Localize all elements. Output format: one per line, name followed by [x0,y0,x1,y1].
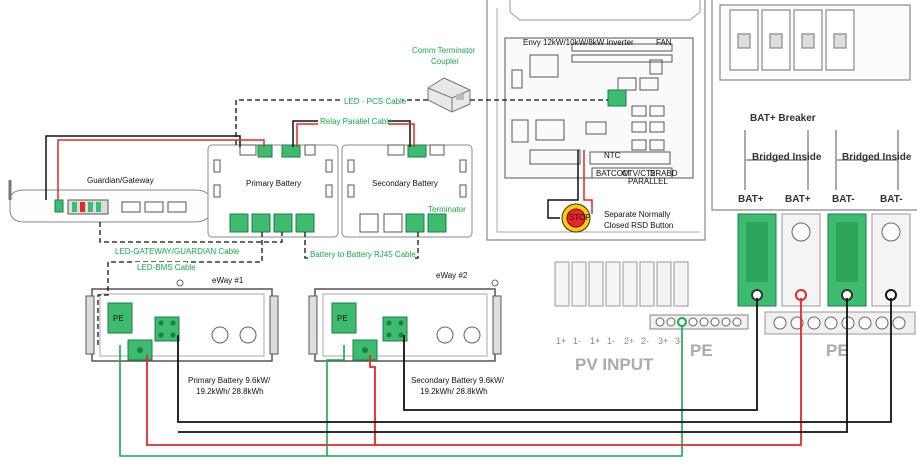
svg-text:1+: 1+ [590,336,600,346]
rsd-wire-black [547,150,579,219]
dc-black-1 [177,298,892,423]
bat-minus-terminal-1 [827,213,867,307]
eway-1-label: eWay #1 [212,276,244,285]
gateway-device [8,180,213,223]
svg-text:1-: 1- [607,336,615,346]
bat-plus-terminal-1 [737,213,777,307]
gateway-label: Guardian/Gateway [87,176,154,185]
secondary-capacity-line-1: Secondary Battery 9.6kW/ [411,376,505,385]
inverter-housing [486,0,706,241]
svg-text:1-: 1- [573,336,581,346]
pv-input-terminals [554,261,689,307]
batcom-label: BATCOM [596,169,630,178]
relay-cable-label: Relay Parallel Cable [320,117,393,126]
eway-1-enclosure [85,279,279,362]
pe-label-left: PE [690,341,713,360]
eway-2-label: eWay #2 [436,271,468,280]
gateway-cable-label: LED-GATEWAY/GUARDIAN Cable [115,247,240,256]
primary-capacity-line-2: 19.2kWh/ 28.8kWh [196,387,264,396]
led-gateway-cable [99,222,283,243]
eway-2-enclosure [308,279,502,362]
dc-green-ground-1 [119,325,683,457]
pe-label-right: PE [826,341,849,360]
svg-text:1+: 1+ [556,336,566,346]
pcs-cable-label: LED - PCS Cable [344,97,407,106]
rsd-stop-button [561,203,591,233]
primary-capacity-line-1: Primary Battery 9.6kW/ [188,376,271,385]
brabd-label: BRABD [650,169,678,178]
inverter-control-board [504,37,694,179]
primary-battery-panel [207,144,339,238]
svg-text:2+: 2+ [624,336,634,346]
inverter-bat-comm-port [607,89,627,107]
bat-plus-label-1: BAT+ [738,194,764,205]
bridged-inside-left: Bridged Inside [752,152,822,163]
bat-plus-label-2: BAT+ [785,194,811,205]
dc-black-3 [178,298,848,433]
rsd-wire-red [583,150,593,214]
bat-breaker-enclosure [711,0,917,211]
pe-ground-bar-right [764,311,916,335]
bat-minus-label-2: BAT- [880,194,903,205]
fan-label: FAN [656,38,672,47]
svg-text:3+: 3+ [658,336,668,346]
secondary-battery-label: Secondary Battery [372,179,438,188]
bridged-inside-right: Bridged Inside [842,152,912,163]
svg-text:3-: 3- [675,336,683,346]
ctvct2-label: CTV/CT2 [622,169,656,178]
primary-battery-label: Primary Battery [246,179,301,188]
inverter-title: Envy 12kW/10kW/8kW Inverter [523,38,634,47]
rj45-cable-label: Battery to Battery RJ45 Cable [310,250,416,259]
comm-terminator-label: Comm Terminator [412,46,476,55]
bridge-right [835,130,899,190]
comm-terminator-coupler [427,77,471,113]
secondary-capacity-line-2: 19.2kWh/ 28.8kWh [420,387,488,396]
eway-2-pe-label: PE [337,314,348,323]
gateway-red-wire [57,139,265,200]
rsd-label-2: Closed RSD Button [604,221,673,230]
svg-text:2-: 2- [641,336,649,346]
bat-minus-label-1: BAT- [832,194,855,205]
secondary-battery-panel [341,144,473,238]
stop-label: STOP [569,213,591,222]
bat-plus-terminal-2 [781,213,821,307]
dc-red-1 [146,298,802,446]
ntc-label: NTC [604,151,621,160]
coupler-label: Coupler [431,57,459,66]
bat-minus-terminal-2 [871,213,911,307]
eway-1-pe-label: PE [113,314,124,323]
pv-terminal-labels: 1+ 1- 1+ 1- 2+ 2- 3+ 3- [556,336,683,346]
bat-breaker-label: BAT+ Breaker [750,113,816,124]
bridge-left [744,130,809,190]
pe-ground-bar [649,314,749,330]
terminator-label: Terminator [428,205,466,214]
led-bms-cable [97,232,263,345]
dc-green-ground-2 [326,345,345,456]
dc-red-2 [369,355,376,445]
dc-black-2 [403,298,758,411]
rsd-label-1: Separate Normally [604,210,670,219]
pv-input-label: PV INPUT [575,355,654,374]
parallel-label: PARALLEL [628,177,668,186]
bms-cable-label: LED-BMS Cable [137,263,196,272]
gateway-black-wire [45,135,241,200]
